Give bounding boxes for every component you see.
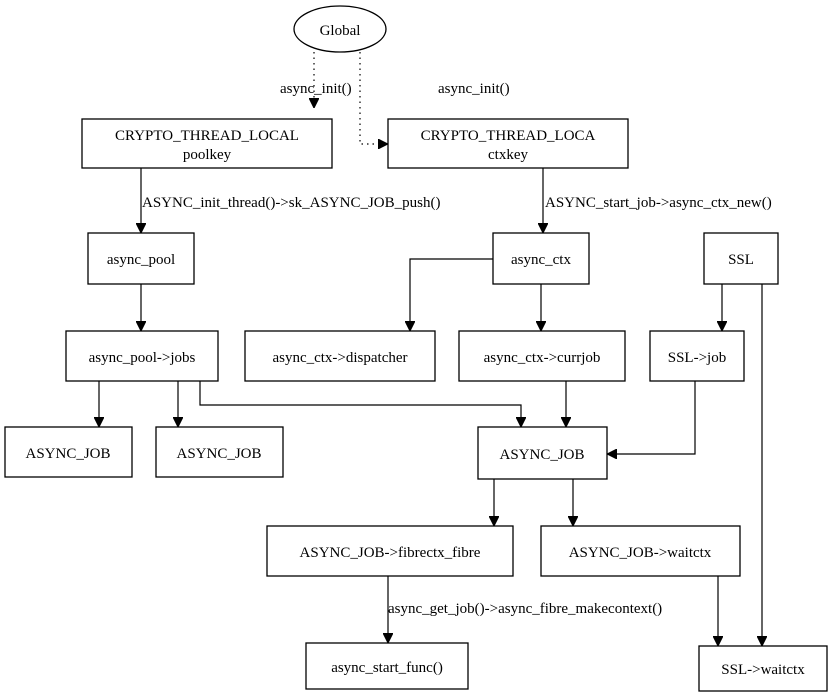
- node-async-job-2-label: ASYNC_JOB: [176, 446, 261, 462]
- node-async-job-2: ASYNC_JOB: [155, 426, 284, 478]
- node-job-waitctx-label: ASYNC_JOB->waitctx: [569, 545, 712, 561]
- node-poolkey-line1: CRYPTO_THREAD_LOCAL: [115, 128, 299, 144]
- node-async-pool-jobs: async_pool->jobs: [65, 330, 219, 382]
- node-async-job-1-label: ASYNC_JOB: [25, 446, 110, 462]
- node-ctxkey-line1: CRYPTO_THREAD_LOCA: [421, 128, 596, 144]
- nodes: Global CRYPTO_THREAD_LOCAL poolkey CRYPT…: [4, 5, 828, 692]
- node-async-ctx: async_ctx: [492, 232, 590, 285]
- node-ssl-job-label: SSL->job: [668, 350, 726, 366]
- node-async-ctx-currjob: async_ctx->currjob: [458, 330, 626, 382]
- edge-label-async-init-poolkey: async_init(): [280, 81, 352, 97]
- node-async-ctx-label: async_ctx: [511, 252, 571, 268]
- node-global: Global: [293, 5, 387, 53]
- node-ssl-waitctx: SSL->waitctx: [698, 645, 828, 692]
- node-async-pool-label: async_pool: [107, 252, 175, 268]
- node-job-waitctx: ASYNC_JOB->waitctx: [540, 525, 741, 577]
- node-async-pool: async_pool: [87, 232, 195, 285]
- edges: async_init() async_init() ASYNC_init_thr…: [99, 52, 772, 646]
- node-ssl-job: SSL->job: [649, 330, 745, 382]
- edge-poolkey-to-pool: ASYNC_init_thread()->sk_ASYNC_JOB_push(): [141, 168, 440, 233]
- node-async-ctx-dispatcher: async_ctx->dispatcher: [244, 330, 436, 382]
- node-async-job-main-label: ASYNC_JOB: [499, 447, 584, 463]
- node-ssl-waitctx-label: SSL->waitctx: [721, 662, 805, 678]
- edge-label-async-get-job: async_get_job()->async_fibre_makecontext…: [388, 601, 662, 617]
- node-async-ctx-dispatcher-label: async_ctx->dispatcher: [272, 350, 407, 366]
- node-global-label: Global: [320, 23, 361, 39]
- edge-label-async-init-thread: ASYNC_init_thread()->sk_ASYNC_JOB_push(): [142, 195, 440, 211]
- edge-global-to-ctxkey: async_init(): [359, 52, 510, 144]
- edge-label-async-start-job: ASYNC_start_job->async_ctx_new(): [545, 195, 772, 211]
- node-ctxkey-line2: ctxkey: [488, 147, 528, 163]
- node-async-job-1: ASYNC_JOB: [4, 426, 133, 478]
- edge-label-async-init-ctxkey: async_init(): [438, 81, 510, 97]
- node-crypto-thread-local-ctxkey: CRYPTO_THREAD_LOCA ctxkey: [387, 118, 629, 169]
- node-async-ctx-currjob-label: async_ctx->currjob: [484, 350, 601, 366]
- edge-ctxkey-to-ctx: ASYNC_start_job->async_ctx_new(): [543, 168, 772, 233]
- edge-jobs-to-jobmain: [199, 381, 521, 427]
- node-async-pool-jobs-label: async_pool->jobs: [89, 350, 196, 366]
- edge-ctx-to-dispatcher: [410, 258, 493, 331]
- node-crypto-thread-local-poolkey: CRYPTO_THREAD_LOCAL poolkey: [81, 118, 333, 169]
- node-async-start-func: async_start_func(): [305, 642, 469, 690]
- edge-fibre-to-startfunc: async_get_job()->async_fibre_makecontext…: [388, 576, 662, 643]
- node-async-job-main: ASYNC_JOB: [477, 426, 608, 480]
- edge-ssljob-to-jobmain: [607, 381, 696, 454]
- node-ssl-label: SSL: [728, 252, 754, 268]
- edge-global-to-poolkey: async_init(): [280, 52, 352, 108]
- node-fibrectx-fibre: ASYNC_JOB->fibrectx_fibre: [266, 525, 514, 577]
- node-poolkey-line2: poolkey: [183, 147, 232, 163]
- node-fibrectx-fibre-label: ASYNC_JOB->fibrectx_fibre: [300, 545, 481, 561]
- node-async-start-func-label: async_start_func(): [331, 660, 443, 676]
- node-ssl: SSL: [703, 232, 779, 285]
